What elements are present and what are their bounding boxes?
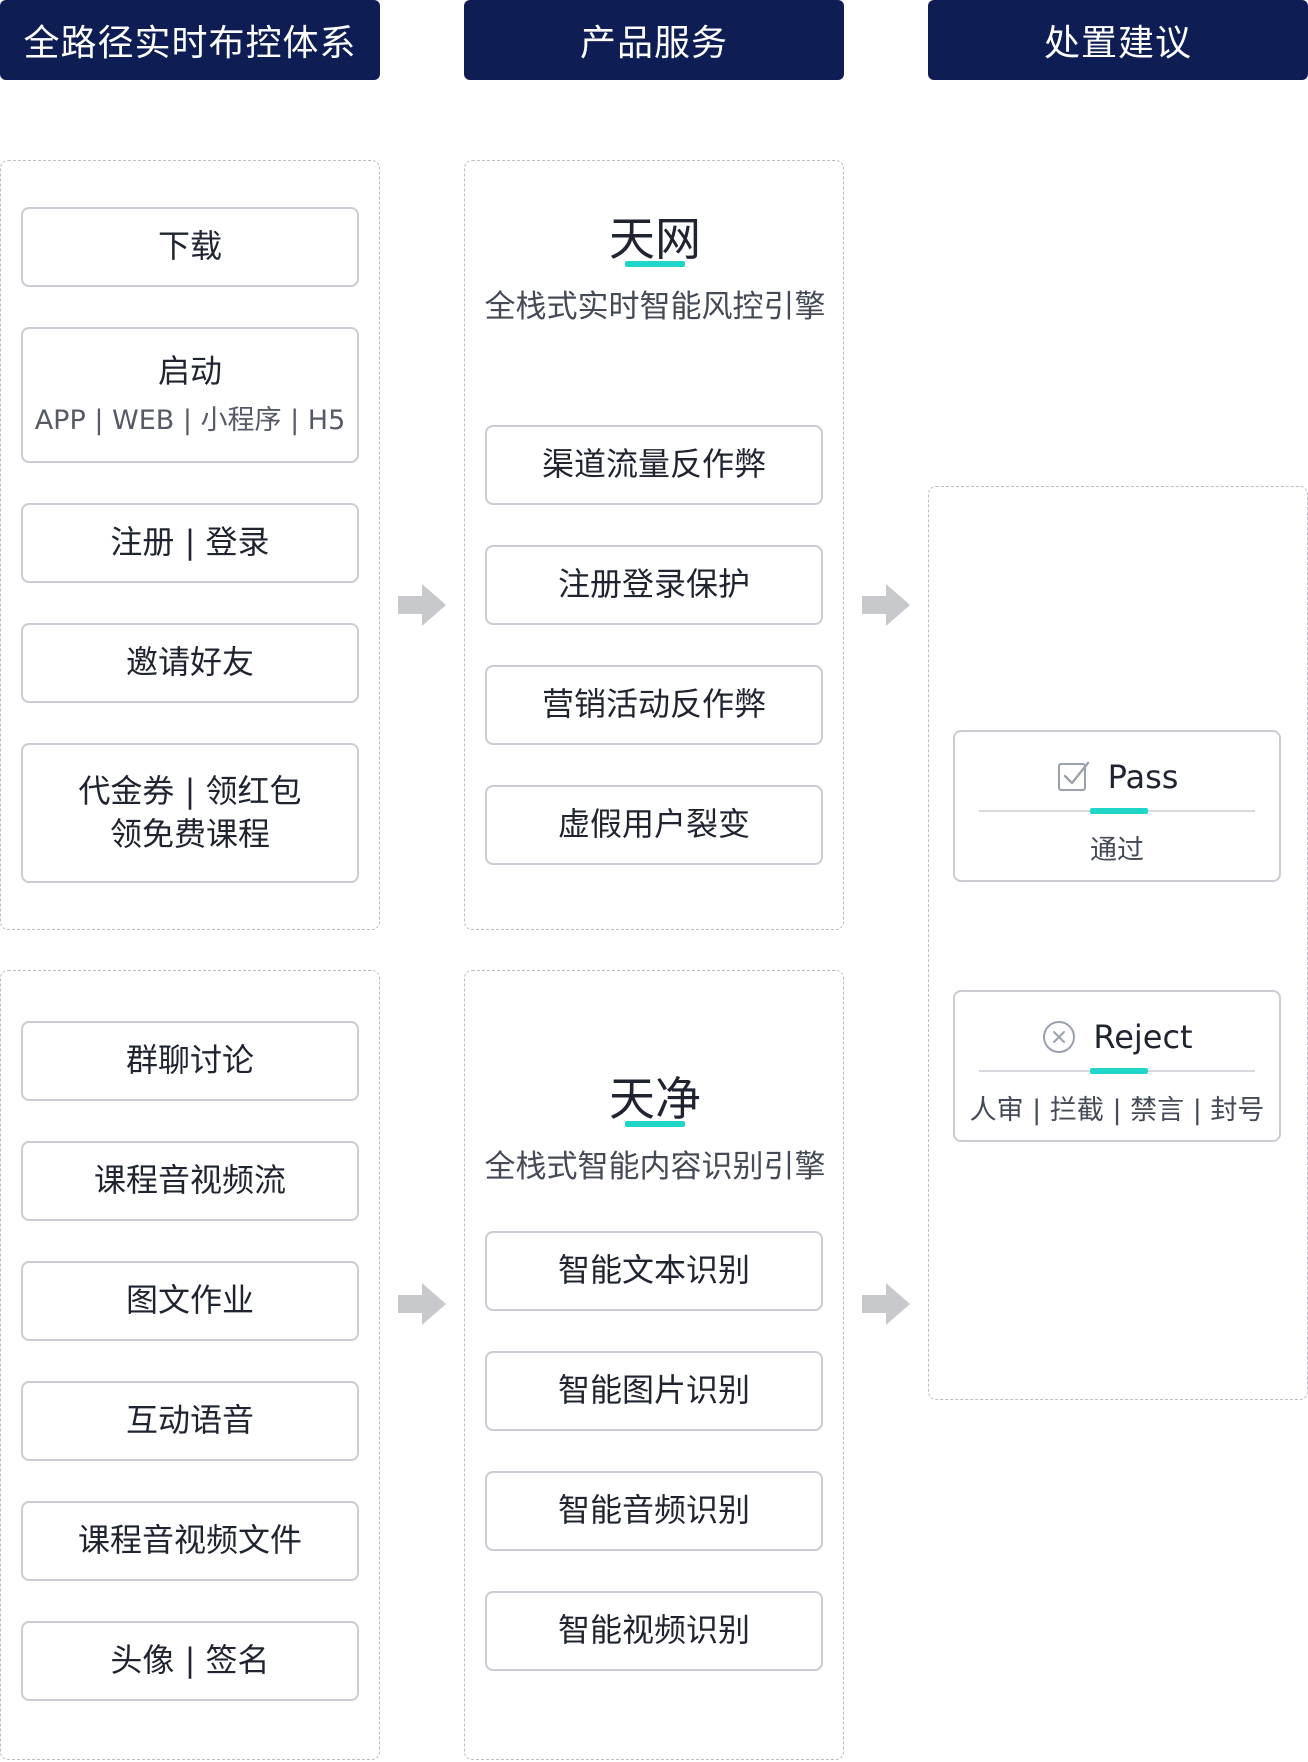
service-register-login-protection: 注册登录保护	[485, 545, 823, 625]
scenario-coupon-redpack: 代金券 | 领红包 领免费课程	[21, 743, 359, 883]
scenario-invite-friends: 邀请好友	[21, 623, 359, 703]
arrow-right-icon	[862, 584, 910, 626]
decision-label: Pass	[1107, 758, 1179, 796]
scenario-label: 课程音视频文件	[77, 1521, 302, 1560]
scenario-label: 群聊讨论	[125, 1041, 254, 1080]
decision-accent-bar	[1090, 1068, 1148, 1074]
scenario-label: 课程音视频流	[93, 1161, 286, 1200]
scenario-interactive-voice: 互动语音	[21, 1381, 359, 1461]
scenario-label: 下载	[157, 227, 222, 266]
scenario-platforms: APP | WEB | 小程序 | H5	[34, 405, 346, 437]
scenario-avatar-signature: 头像 | 签名	[21, 1621, 359, 1701]
scenario-register-login: 注册 | 登录	[21, 503, 359, 583]
scenario-group-chat: 群聊讨论	[21, 1021, 359, 1101]
header-realtime-control-system: 全路径实时布控体系	[0, 0, 380, 80]
service-audio-recognition: 智能音频识别	[485, 1471, 823, 1551]
scenario-label: 启动	[157, 352, 222, 391]
service-label: 智能图片识别	[557, 1371, 750, 1410]
scenario-label: 注册 | 登录	[110, 523, 270, 562]
service-text-recognition: 智能文本识别	[485, 1231, 823, 1311]
service-label: 智能文本识别	[557, 1251, 750, 1290]
service-fake-user-fission: 虚假用户裂变	[485, 785, 823, 865]
service-label: 智能音频识别	[557, 1491, 750, 1530]
decision-reject-header: Reject	[955, 1014, 1279, 1060]
scenario-launch: 启动 APP | WEB | 小程序 | H5	[21, 327, 359, 463]
header-disposal-suggestions: 处置建议	[928, 0, 1308, 80]
decision-accent-bar	[1090, 808, 1148, 814]
service-video-recognition: 智能视频识别	[485, 1591, 823, 1671]
scenario-label: 代金券 | 领红包	[78, 771, 302, 810]
service-label: 营销活动反作弊	[541, 685, 766, 724]
x-circle-icon	[1041, 1019, 1077, 1055]
arrow-right-icon	[398, 1283, 446, 1325]
arrow-right-icon	[398, 584, 446, 626]
engine-title-underline	[625, 1121, 685, 1127]
service-label: 虚假用户裂变	[557, 805, 750, 844]
service-label: 注册登录保护	[557, 565, 750, 604]
engine-subtitle: 全栈式实时智能风控引擎	[484, 289, 826, 325]
scenario-panel-bottom: 群聊讨论 课程音视频流 图文作业 互动语音 课程音视频文件 头像 | 签名	[0, 970, 380, 1760]
scenario-label-line2: 领免费课程	[109, 815, 270, 853]
service-marketing-anti-fraud: 营销活动反作弊	[485, 665, 823, 745]
decision-pass: Pass 通过	[953, 730, 1281, 882]
service-label: 智能视频识别	[557, 1611, 750, 1650]
engine-panel-tianjing: 天净 全栈式智能内容识别引擎 智能文本识别 智能图片识别 智能音频识别 智能视频…	[464, 970, 844, 1760]
scenario-label: 图文作业	[125, 1281, 254, 1320]
engine-title: 天网	[609, 212, 701, 266]
decision-label: Reject	[1093, 1018, 1193, 1056]
scenario-download: 下载	[21, 207, 359, 287]
engine-subtitle: 全栈式智能内容识别引擎	[484, 1149, 826, 1185]
scenario-panel-top: 下载 启动 APP | WEB | 小程序 | H5 注册 | 登录 邀请好友 …	[0, 160, 380, 930]
scenario-label: 邀请好友	[125, 643, 254, 682]
header-product-services: 产品服务	[464, 0, 844, 80]
engine-title-underline	[625, 261, 685, 267]
service-label: 渠道流量反作弊	[541, 445, 766, 484]
scenario-label: 互动语音	[125, 1401, 254, 1440]
decision-panel: Pass 通过 Reject 人审 | 拦截 | 禁言 | 封号	[928, 486, 1308, 1400]
decision-pass-header: Pass	[955, 754, 1279, 800]
decision-sub: 人审 | 拦截 | 禁言 | 封号	[969, 1095, 1265, 1126]
scenario-course-av-stream: 课程音视频流	[21, 1141, 359, 1221]
engine-title: 天净	[609, 1072, 701, 1126]
arrow-right-icon	[862, 1283, 910, 1325]
scenario-image-text-homework: 图文作业	[21, 1261, 359, 1341]
engine-panel-tianwang: 天网 全栈式实时智能风控引擎 渠道流量反作弊 注册登录保护 营销活动反作弊 虚假…	[464, 160, 844, 930]
service-channel-anti-fraud: 渠道流量反作弊	[485, 425, 823, 505]
service-image-recognition: 智能图片识别	[485, 1351, 823, 1431]
scenario-course-av-files: 课程音视频文件	[21, 1501, 359, 1581]
checkbox-icon	[1056, 759, 1092, 795]
decision-sub: 通过	[1090, 835, 1144, 866]
decision-reject: Reject 人审 | 拦截 | 禁言 | 封号	[953, 990, 1281, 1142]
scenario-label: 头像 | 签名	[110, 1641, 270, 1680]
